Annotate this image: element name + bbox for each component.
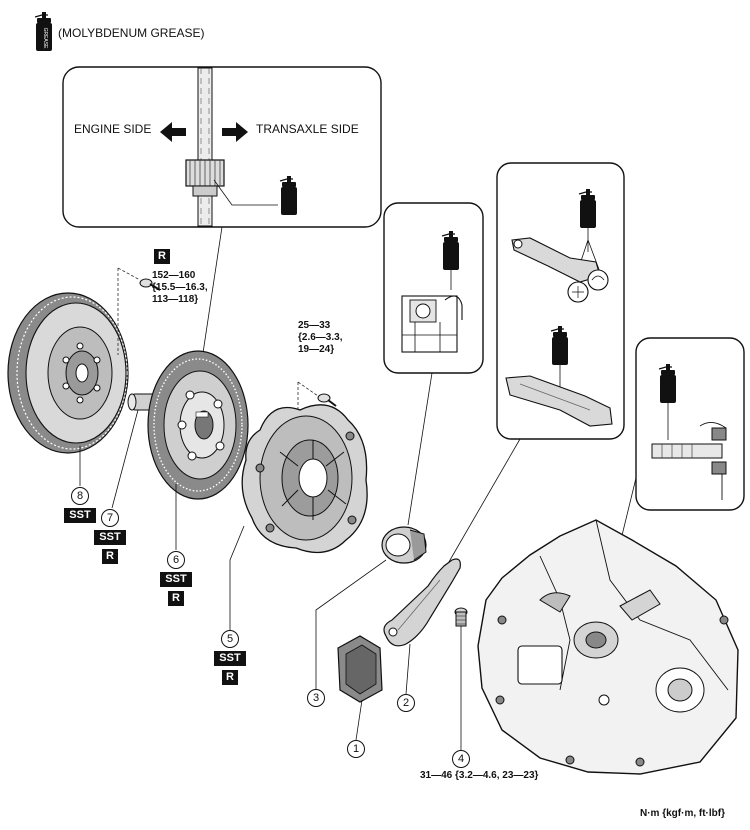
legend-grease-can-icon: GREASE xyxy=(34,11,53,52)
torque-units: N·m {kgf·m, ft·lbf} xyxy=(640,808,725,819)
leader-line xyxy=(111,409,139,509)
legend-label: (MOLYBDENUM GREASE) xyxy=(58,26,205,40)
release-collar xyxy=(381,526,427,564)
engine-side-label: ENGINE SIDE xyxy=(74,122,152,136)
clutch-cover xyxy=(241,404,368,554)
leader-line xyxy=(407,372,433,526)
arrow-left-icon xyxy=(160,122,186,142)
sst-badge: SST xyxy=(214,651,246,666)
cover-bolt xyxy=(297,381,337,450)
detail-callout-input-shaft xyxy=(635,337,745,511)
detail-callout-spline xyxy=(62,66,382,228)
leader-line xyxy=(355,699,363,741)
transaxle-side-label: TRANSAXLE SIDE xyxy=(256,122,359,136)
clutch-disc xyxy=(147,350,249,500)
flywheel-bolt xyxy=(117,267,161,355)
part-number-4: 4 xyxy=(452,750,470,768)
boot xyxy=(337,635,383,703)
replace-badge: R xyxy=(222,670,238,685)
sst-badge: SST xyxy=(64,508,96,523)
part-number-5: 5 xyxy=(221,630,239,648)
replace-badge: R xyxy=(102,549,118,564)
cover-bolt-torque: 25—33 {2.6—3.3, 19—24} xyxy=(298,320,343,355)
transaxle-case xyxy=(477,519,739,775)
arrow-right-icon xyxy=(222,122,248,142)
part-number-6: 6 xyxy=(167,551,185,569)
leader-line xyxy=(229,525,245,630)
release-fork xyxy=(383,558,461,647)
leader-line xyxy=(315,559,387,690)
part-number-2: 2 xyxy=(397,694,415,712)
detail-callout-fork xyxy=(496,162,625,440)
part-number-7: 7 xyxy=(101,509,119,527)
grease-can-label: GREASE xyxy=(42,28,48,50)
release-fork-pivot xyxy=(454,607,468,627)
part-number-8: 8 xyxy=(71,487,89,505)
part-number-3: 3 xyxy=(307,689,325,707)
replace-badge: R xyxy=(154,249,170,264)
flywheel xyxy=(7,292,129,454)
sst-badge: SST xyxy=(160,572,192,587)
leader-line xyxy=(445,438,521,568)
leader-line xyxy=(405,643,411,695)
flywheel-bolt-torque: 152—160 {15.5—16.3, 113—118} xyxy=(152,270,208,305)
sst-badge: SST xyxy=(94,530,126,545)
replace-badge: R xyxy=(168,591,184,606)
pivot-torque: 31—46 {3.2—4.6, 23—23} xyxy=(420,770,539,781)
detail-callout-collar xyxy=(383,202,484,374)
part-number-1: 1 xyxy=(347,740,365,758)
